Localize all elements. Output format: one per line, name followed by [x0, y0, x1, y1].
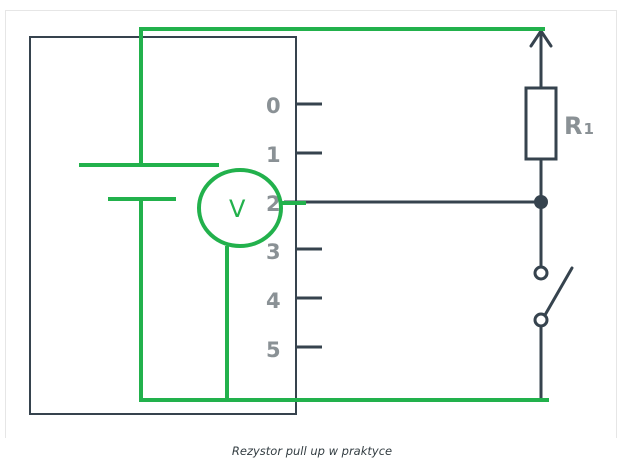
pull-up-circuit-diagram: 0 1 2 3 4 5 R1 V — [29, 27, 594, 415]
pin-labels: 0 1 2 3 4 5 — [266, 94, 281, 362]
switch-icon — [533, 265, 574, 328]
pin-label-1: 1 — [266, 143, 281, 167]
pin-label-3: 3 — [266, 240, 281, 264]
voltmeter-label: V — [229, 195, 246, 223]
ground-wire-green — [139, 199, 549, 402]
vcc-arrow-icon — [529, 29, 553, 90]
pin-label-4: 4 — [266, 289, 281, 313]
resistor-r1 — [524, 86, 558, 161]
pin-label-0: 0 — [266, 94, 281, 118]
figure-frame — [5, 10, 617, 438]
voltmeter-circle — [197, 168, 283, 248]
pin-stubs — [296, 102, 322, 349]
pin-label-5: 5 — [266, 338, 281, 362]
board-outline — [29, 36, 297, 415]
pin-label-2: 2 — [266, 192, 281, 216]
resistor-label: R1 — [564, 112, 594, 140]
vcc-wire-green — [139, 27, 545, 165]
figure-caption: Rezystor pull up w praktyce — [231, 444, 393, 458]
